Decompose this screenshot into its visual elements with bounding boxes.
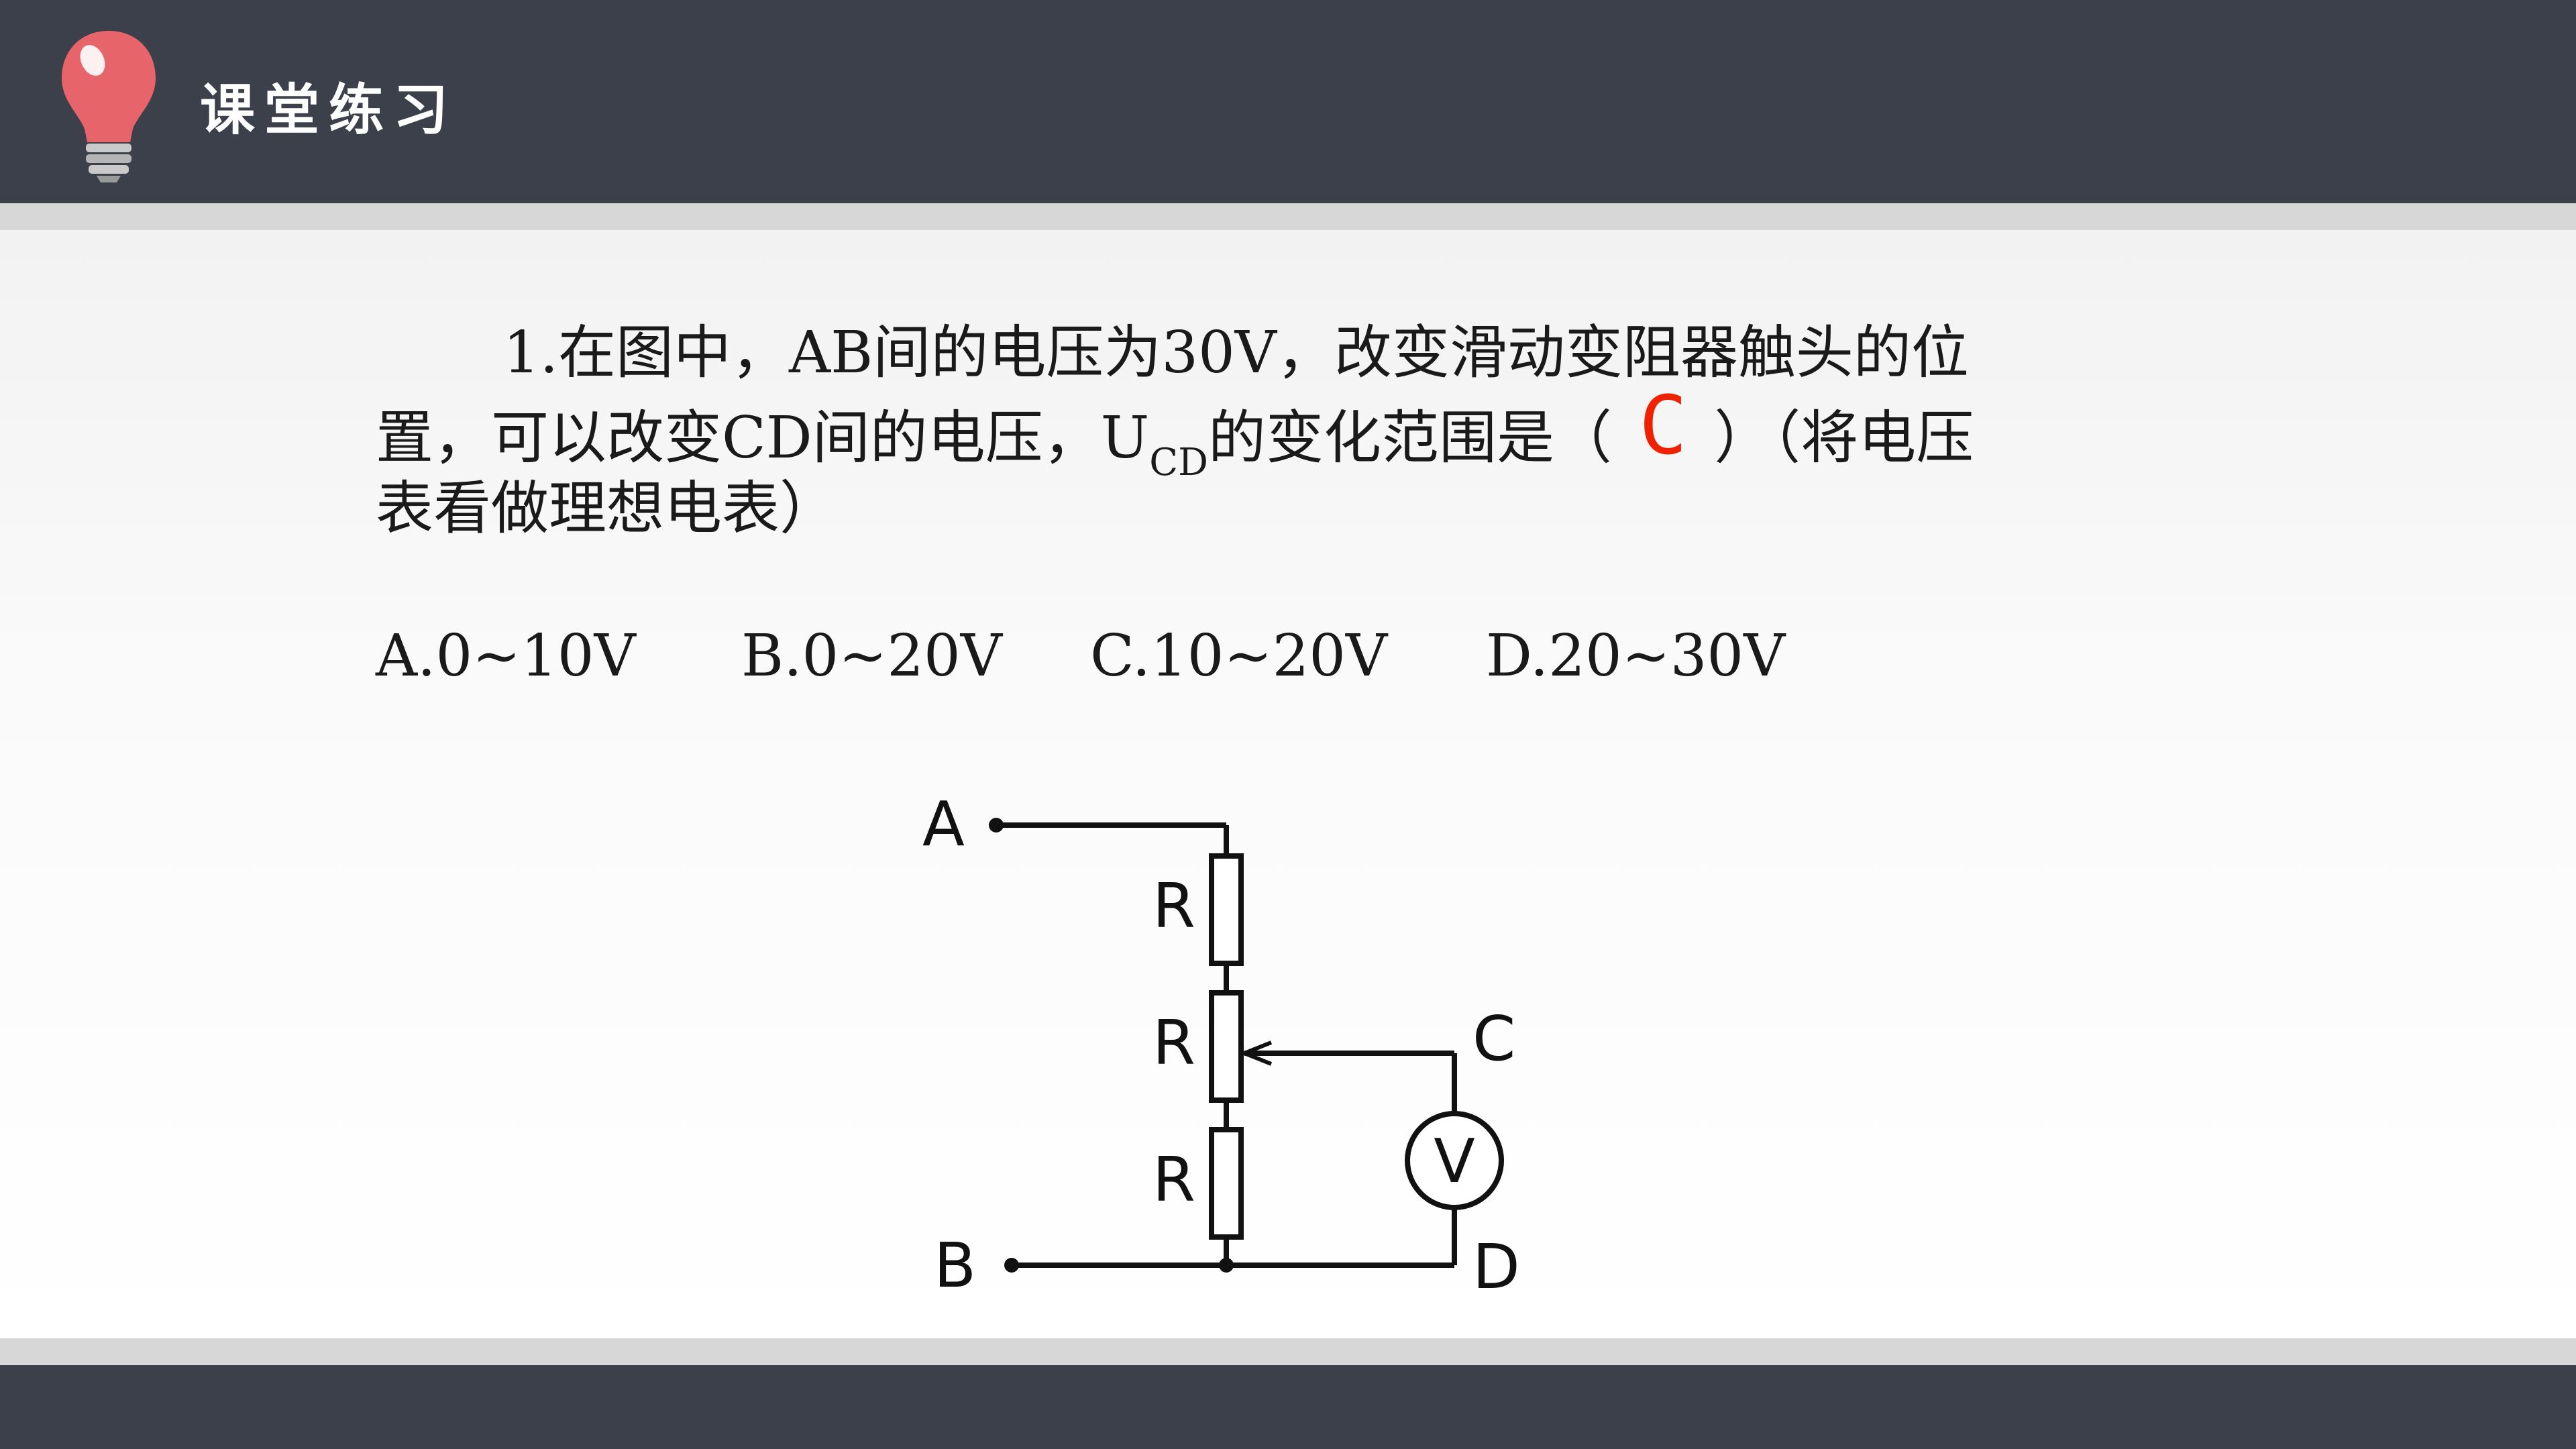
resistor-3 <box>1209 1127 1244 1240</box>
option-d: D.20~30V <box>1486 623 1786 690</box>
label-r3: R <box>1152 1144 1195 1216</box>
answer-mark: C <box>1638 380 1688 473</box>
lightbulb-icon <box>62 31 156 182</box>
voltmeter-label: V <box>1434 1126 1475 1197</box>
footer-divider <box>0 1338 2576 1365</box>
label-a: A <box>922 788 965 860</box>
page-title: 课堂练习 <box>200 78 458 142</box>
option-b: B.0~20V <box>741 623 1002 690</box>
header-divider <box>0 203 2576 230</box>
question-line-1: 1.在图中，AB间的电压为30V，改变滑动变阻器触头的位 <box>503 319 1969 386</box>
header-bar <box>0 0 2576 203</box>
option-c: C.10~20V <box>1090 623 1388 690</box>
content-area <box>0 230 2576 1338</box>
footer-bar <box>0 1365 2576 1449</box>
question-line-2-prefix: 置，可以改变CD间的电压，U <box>376 405 1150 472</box>
question-text: 1.在图中，AB间的电压为30V，改变滑动变阻器触头的位 置，可以改变CD间的电… <box>376 314 2187 547</box>
slider-arrow-icon <box>1238 1040 1273 1066</box>
option-a: A.0~10V <box>376 623 636 690</box>
question-line-2-suffix: ）（将电压 <box>1714 405 1974 472</box>
subscript-cd: CD <box>1149 441 1208 484</box>
question-line-3: 表看做理想电表） <box>376 475 837 542</box>
circuit-diagram: A B C D R R R V <box>922 788 1520 1295</box>
terminal-b-dot <box>1004 1258 1019 1273</box>
resistor-2 <box>1209 990 1244 1103</box>
junction-dot <box>1219 1258 1234 1273</box>
question-line-2: 置，可以改变CD间的电压，UCD的变化范围是（C）（将电压 <box>376 386 2187 485</box>
question-line-2-mid: 的变化范围是（ <box>1208 405 1612 472</box>
voltmeter <box>1405 1111 1504 1210</box>
label-c: C <box>1472 1003 1515 1075</box>
label-r1: R <box>1152 870 1195 942</box>
label-b: B <box>934 1230 976 1295</box>
label-r2: R <box>1152 1007 1195 1079</box>
label-d: D <box>1472 1231 1520 1295</box>
resistor-1 <box>1209 853 1244 966</box>
terminal-a-dot <box>989 818 1004 833</box>
